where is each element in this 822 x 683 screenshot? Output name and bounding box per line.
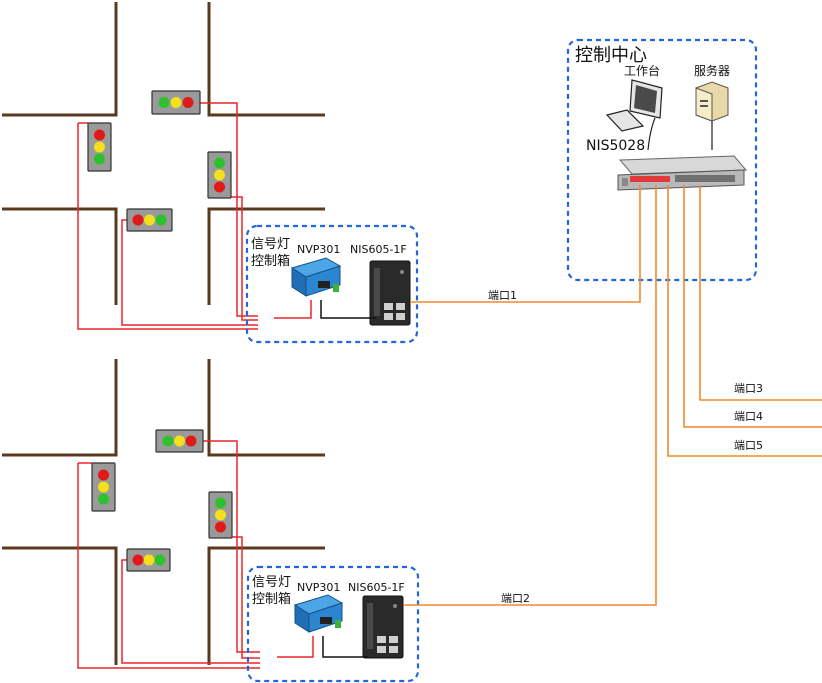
signal-wire — [277, 636, 314, 658]
switch-label: NIS605-1F — [348, 581, 405, 594]
road-edge — [2, 207, 118, 305]
road-edge — [2, 546, 118, 665]
ethernet-cable — [320, 300, 376, 319]
road-edge — [207, 546, 325, 665]
roads-1 — [2, 2, 325, 305]
server-label: 服务器 — [694, 63, 730, 78]
nvp301-device-icon — [293, 594, 344, 633]
signal-wire — [230, 196, 258, 321]
road-edge — [2, 2, 118, 117]
fiber-link-port4 — [683, 185, 822, 428]
workstation-label: 工作台 — [624, 63, 660, 78]
fiber-link-port5 — [667, 185, 822, 457]
nvp301-device-icon — [290, 257, 342, 297]
signal-wire — [232, 536, 260, 659]
site-1-group: 信号灯 控制箱 NVP301 NIS605-1F — [245, 224, 419, 344]
traffic-light-vertical — [208, 491, 233, 539]
ethernet-cable — [322, 636, 368, 658]
group-border — [566, 38, 758, 282]
fiber-links — [403, 185, 822, 606]
core-switch-label: NIS5028 — [586, 138, 645, 154]
controller-label-line1: 信号灯 — [251, 237, 290, 252]
switch-label: NIS605-1F — [350, 243, 407, 256]
traffic-light-horizontal — [126, 548, 171, 572]
site-2-group: 信号灯 控制箱 NVP301 NIS605-1F — [246, 565, 420, 683]
converter-label: NVP301 — [297, 243, 340, 256]
nis5028-switch-icon — [617, 155, 748, 191]
signal-wires-1 — [77, 102, 312, 330]
traffic-light-vertical — [207, 151, 232, 199]
group-border — [246, 565, 420, 683]
traffic-light-horizontal — [151, 90, 201, 115]
signal-wire — [121, 559, 260, 664]
port-label-4: 端口4 — [734, 410, 763, 423]
road-edge — [207, 207, 325, 305]
controller-label-line1: 信号灯 — [252, 575, 291, 590]
signal-wire — [77, 462, 260, 669]
signal-wire — [77, 122, 258, 330]
traffic-light-horizontal — [126, 208, 173, 232]
signal-wire — [274, 300, 312, 319]
port-label-1: 端口1 — [488, 289, 517, 302]
control-center-group: 控制中心 工作台 服务器 NIS5028 — [566, 38, 758, 282]
intersection-2 — [2, 359, 325, 669]
traffic-light-vertical — [87, 122, 112, 172]
group-border — [245, 224, 419, 344]
roads-2 — [2, 359, 325, 665]
port-label-2: 端口2 — [501, 592, 530, 605]
signal-wire — [121, 219, 258, 326]
workstation-icon — [605, 79, 663, 151]
controller-label-line2: 控制箱 — [252, 591, 291, 607]
port-label-3: 端口3 — [734, 382, 763, 395]
port-label-5: 端口5 — [734, 439, 763, 452]
traffic-light-vertical — [91, 462, 116, 512]
road-edge — [2, 359, 118, 457]
nis605-switch-icon — [369, 260, 411, 326]
fiber-link-port3 — [699, 185, 822, 401]
server-icon — [695, 81, 729, 150]
converter-label: NVP301 — [297, 581, 340, 594]
road-edge — [207, 2, 325, 117]
control-center-title: 控制中心 — [575, 45, 647, 66]
road-edge — [207, 359, 325, 457]
traffic-light-horizontal — [155, 429, 204, 453]
nis605-switch-icon — [362, 595, 404, 659]
controller-label-line2: 控制箱 — [251, 253, 290, 269]
signal-wire — [200, 102, 258, 317]
fiber-link-port1 — [410, 185, 641, 303]
fiber-link-port2 — [403, 185, 657, 606]
intersection-1 — [2, 2, 325, 330]
